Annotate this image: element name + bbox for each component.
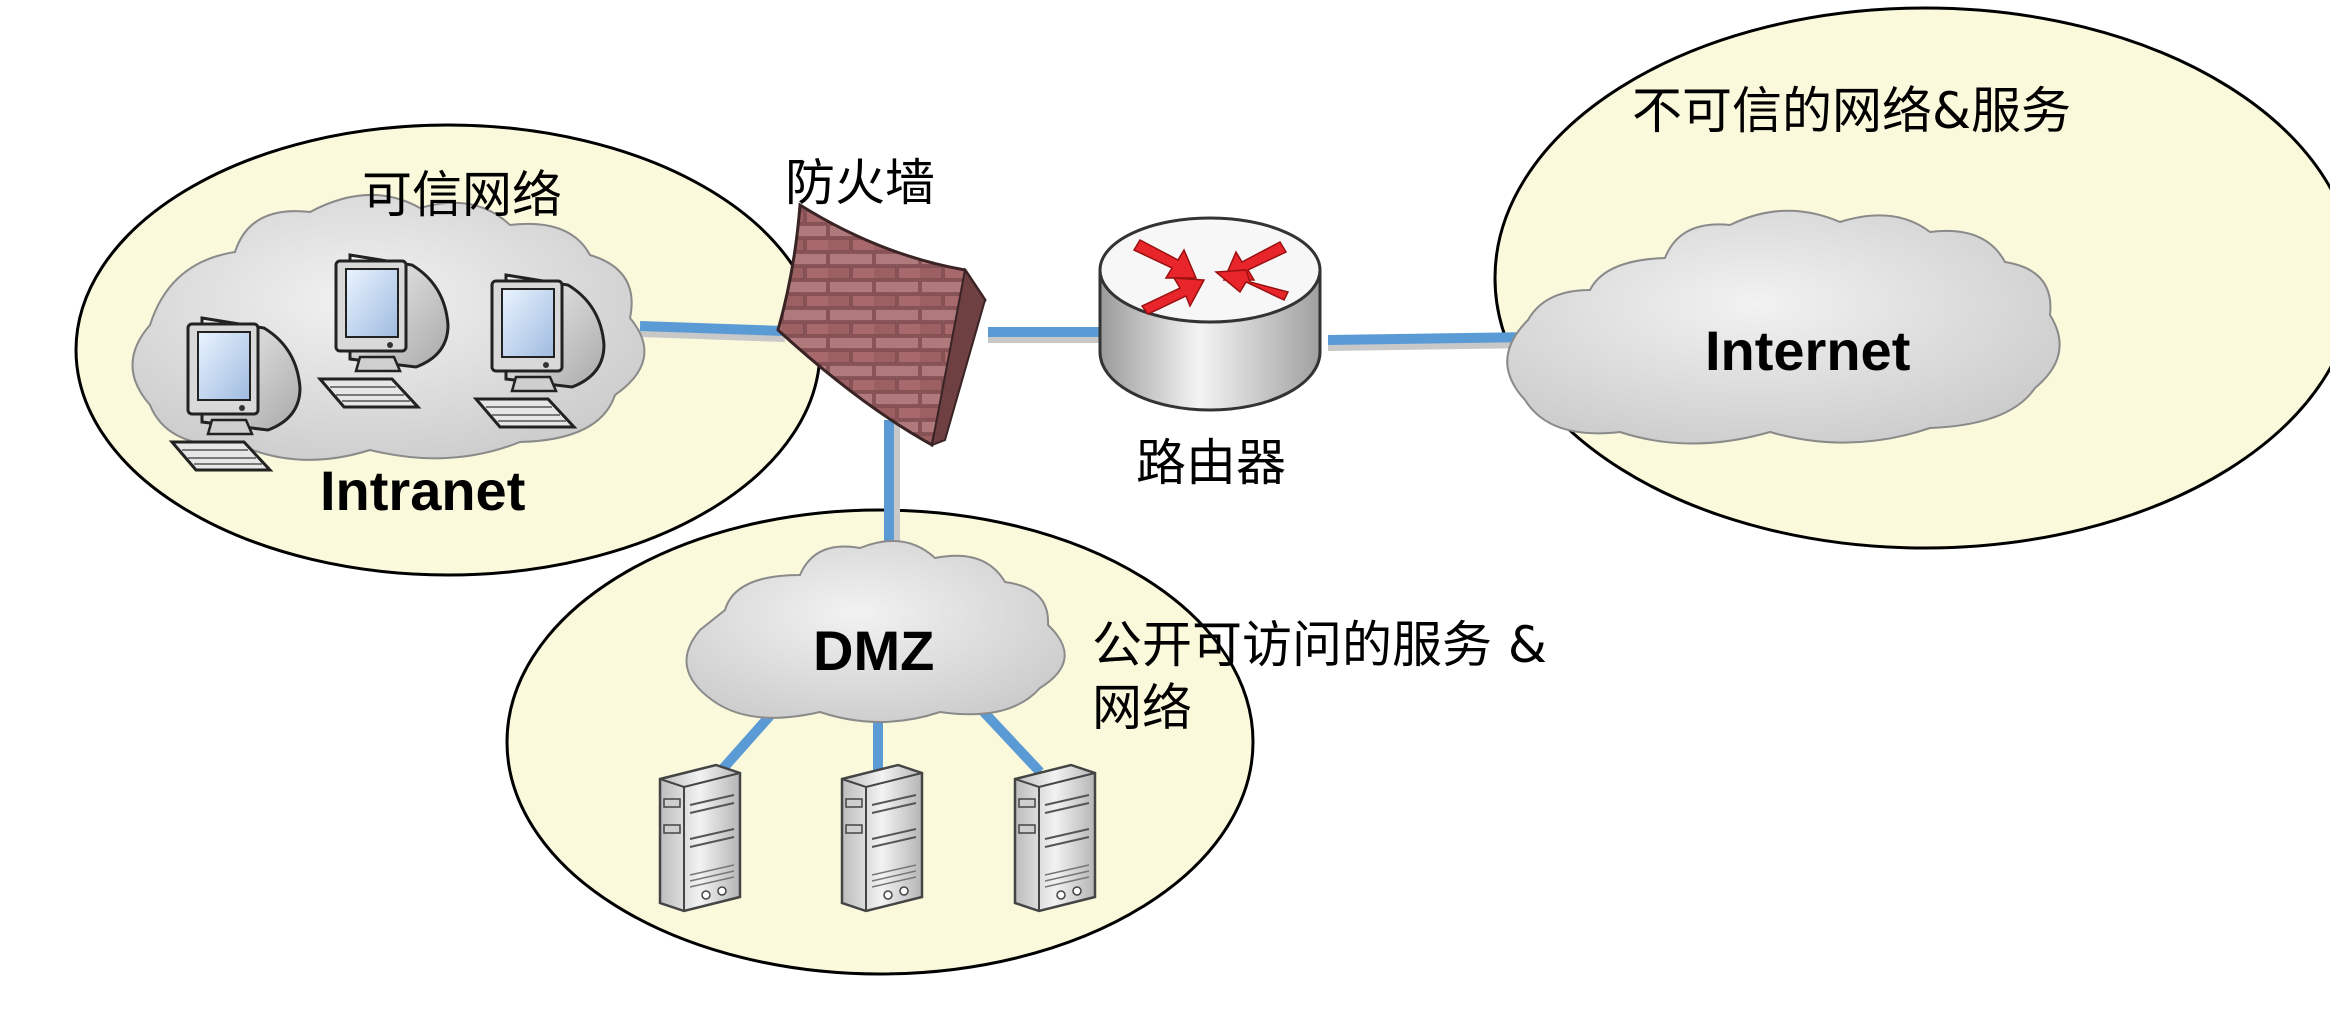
firewall-icon — [776, 202, 987, 448]
public-services-label-line2: 网络 — [1092, 679, 1192, 737]
server-icon — [1013, 763, 1097, 913]
server-icon — [840, 763, 924, 913]
intranet-label: Intranet — [320, 459, 525, 522]
firewall-label: 防火墙 — [785, 154, 935, 212]
public-services-label-line1: 公开可访问的服务 & — [1092, 616, 1547, 674]
router-label: 路由器 — [1136, 434, 1286, 492]
dmz-label: DMZ — [813, 619, 934, 682]
server-icon — [658, 763, 742, 913]
dmz-cloud — [685, 539, 1066, 723]
trusted-network-label: 可信网络 — [362, 166, 562, 224]
internet-label: Internet — [1705, 319, 1910, 382]
internet-cloud — [1506, 209, 2061, 445]
router-icon — [1098, 216, 1322, 412]
untrusted-label: 不可信的网络&服务 — [1632, 82, 2071, 140]
